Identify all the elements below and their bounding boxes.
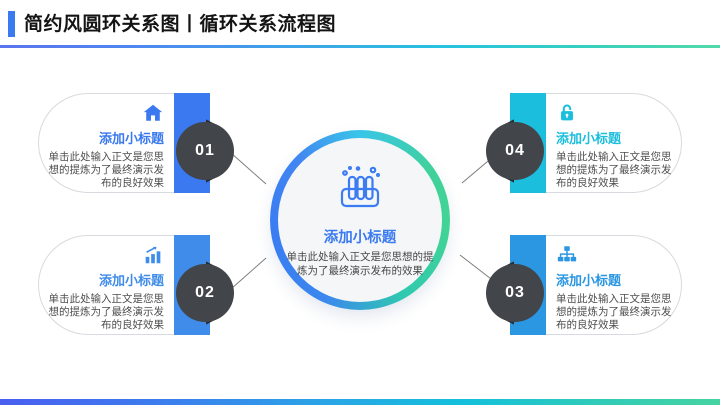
number-badge: 02 — [176, 264, 234, 322]
center-ring: 添加小标题 单击此处输入正文是您思想的提炼为了最终演示发布的效果 — [270, 130, 450, 310]
center-title: 添加小标题 — [323, 230, 397, 247]
card-body-text: 单击此处输入正文是您思想的提炼为了最终演示发布的良好效果 — [48, 151, 165, 190]
item-card-02: 02 添加小标题 单击此处输入正文是您思想的提炼为了最终演示发布的良好效果 — [38, 235, 234, 335]
center-body-text: 单击此处输入正文是您思想的提炼为了最终演示发布的效果 — [286, 251, 434, 277]
footer-gradient-bar — [0, 399, 720, 405]
card-content: 添加小标题 单击此处输入正文是您思想的提炼为了最终演示发布的良好效果 — [40, 244, 164, 333]
home-icon — [142, 102, 164, 124]
card-content: 添加小标题 单击此处输入正文是您思想的提炼为了最终演示发布的良好效果 — [556, 102, 680, 191]
card-title: 添加小标题 — [556, 273, 622, 288]
item-card-03: 03 添加小标题 单击此处输入正文是您思想的提炼为了最终演示发布的良好效果 — [486, 235, 682, 335]
number-badge: 04 — [486, 122, 544, 180]
number-badge: 01 — [176, 122, 234, 180]
center-circle: 添加小标题 单击此处输入正文是您思想的提炼为了最终演示发布的效果 — [278, 138, 442, 302]
sitemap-icon — [556, 244, 578, 266]
card-body-text: 单击此处输入正文是您思想的提炼为了最终演示发布的良好效果 — [48, 293, 165, 332]
header-gradient-rule — [0, 45, 720, 48]
card-title: 添加小标题 — [98, 131, 164, 146]
card-content: 添加小标题 单击此处输入正文是您思想的提炼为了最终演示发布的良好效果 — [556, 244, 680, 333]
test-tubes-icon — [333, 164, 387, 219]
card-title: 添加小标题 — [556, 131, 622, 146]
card-title: 添加小标题 — [98, 273, 164, 288]
unlock-icon — [556, 102, 578, 124]
item-card-04: 04 添加小标题 单击此处输入正文是您思想的提炼为了最终演示发布的良好效果 — [486, 93, 682, 193]
page-title: 简约风圆环关系图丨循环关系流程图 — [24, 14, 337, 35]
item-card-01: 01 添加小标题 单击此处输入正文是您思想的提炼为了最终演示发布的良好效果 — [38, 93, 234, 193]
card-content: 添加小标题 单击此处输入正文是您思想的提炼为了最终演示发布的良好效果 — [40, 102, 164, 191]
number-badge: 03 — [486, 264, 544, 322]
title-accent-bar — [8, 11, 15, 37]
bar-chart-icon — [142, 244, 164, 266]
card-body-text: 单击此处输入正文是您思想的提炼为了最终演示发布的良好效果 — [556, 293, 672, 332]
card-body-text: 单击此处输入正文是您思想的提炼为了最终演示发布的良好效果 — [556, 151, 672, 190]
